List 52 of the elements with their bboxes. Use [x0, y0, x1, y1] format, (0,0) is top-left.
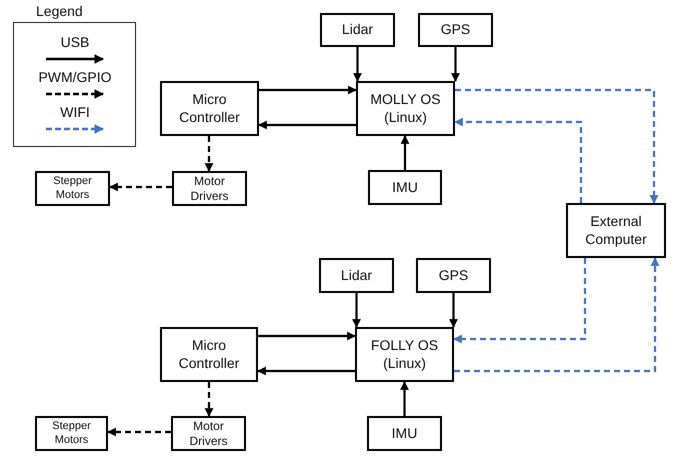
arrow [258, 332, 356, 340]
arrow [352, 293, 361, 328]
process-box [356, 81, 455, 136]
arrow [454, 257, 660, 372]
arrow [107, 428, 171, 436]
process-box [368, 170, 442, 205]
arrow [400, 381, 409, 416]
arrow [257, 366, 355, 376]
process-box [172, 171, 247, 206]
arrow [204, 136, 214, 172]
process-box [319, 258, 394, 293]
box-label: Stepper Motors [51, 420, 92, 448]
arrow [258, 120, 356, 130]
arrow [453, 258, 586, 344]
box-label: GPS [438, 266, 468, 284]
arrow [259, 86, 357, 94]
legend-text: PWM/GPIO [38, 69, 112, 85]
arrow [454, 118, 582, 203]
legend-title: Legend [36, 3, 83, 19]
box-label: Motor Drivers [188, 418, 228, 448]
process-box [35, 416, 108, 451]
process-box [566, 203, 666, 258]
arrow [353, 47, 362, 82]
arrow [204, 382, 214, 417]
box-label: GPS [440, 21, 470, 39]
process-box [160, 327, 258, 382]
process-box [35, 171, 110, 206]
box-label: FOLLY OS (Linux) [370, 337, 440, 372]
box-label: External Computer [584, 213, 648, 248]
box-label: Motor Drivers [190, 174, 230, 204]
box-label: Micro Controller [178, 337, 240, 372]
process-box [320, 13, 395, 47]
process-box [418, 13, 493, 47]
box-label: Micro Controller [178, 91, 241, 126]
arrow [400, 135, 410, 170]
process-box [416, 258, 491, 293]
legend-text: WIFI [60, 104, 90, 120]
arrow [455, 88, 658, 204]
box-label: MOLLY OS (Linux) [369, 91, 442, 126]
box-label: IMU [392, 178, 418, 196]
process-box [171, 416, 246, 451]
arrow [451, 47, 460, 82]
box-label: IMU [392, 424, 418, 442]
process-box [355, 327, 454, 382]
box-label: Lidar [342, 21, 374, 39]
process-box [160, 81, 259, 136]
process-box [367, 416, 442, 451]
legend-text: USB [60, 34, 90, 50]
box-label: Stepper Motors [52, 174, 93, 202]
arrow [109, 182, 172, 192]
arrow [449, 293, 458, 328]
box-label: Lidar [340, 266, 372, 284]
